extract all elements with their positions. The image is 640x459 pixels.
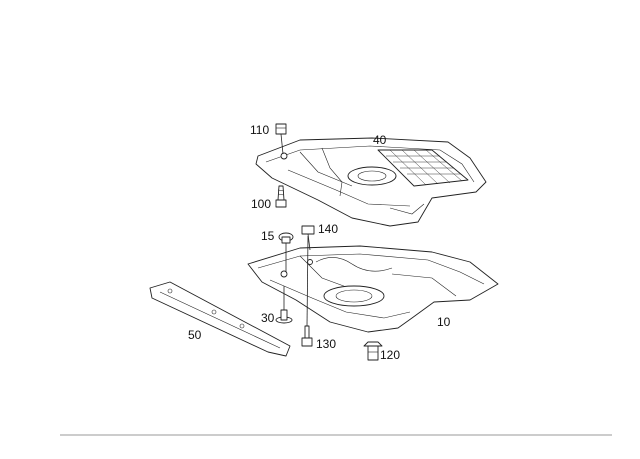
callout-100: 100 (251, 197, 271, 211)
screw-100-icon (275, 185, 287, 208)
clip-110-icon (275, 123, 287, 155)
side-trim-strip (149, 281, 291, 357)
callout-110: 110 (250, 123, 269, 137)
callout-130: 130 (316, 337, 336, 351)
callout-10: 10 (437, 315, 451, 329)
nut-15-icon (278, 232, 294, 272)
bolt-130-icon (301, 235, 313, 347)
callout-15: 15 (261, 229, 275, 243)
callout-120: 120 (380, 348, 400, 362)
callout-40: 40 (373, 133, 387, 147)
callout-30: 30 (261, 311, 275, 325)
fastener-30-icon (275, 286, 293, 324)
upper-underbody-panel (255, 137, 487, 227)
callout-50: 50 (188, 328, 202, 342)
plug-120-icon (363, 341, 383, 361)
callout-140: 140 (318, 222, 338, 236)
